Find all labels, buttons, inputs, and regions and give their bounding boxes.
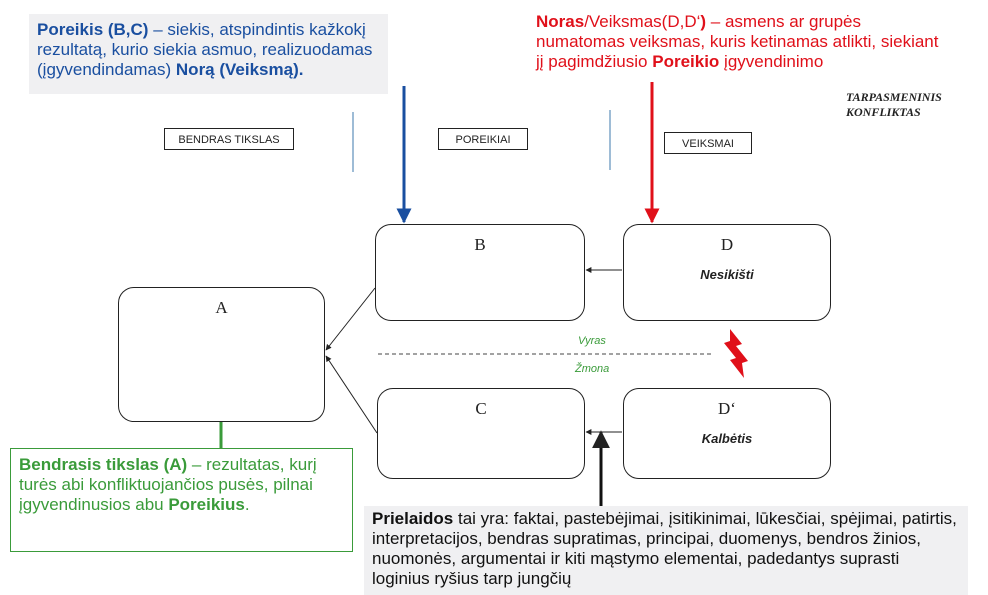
noras-paren: ): [700, 12, 707, 31]
b-to-a-arrow: [325, 287, 376, 351]
bendrasis-term-2: Poreikius: [168, 495, 245, 514]
node-d-prime: D‘ Kalbėtis: [623, 388, 831, 479]
prielaidos-callout: Prielaidos tai yra: faktai, pastebėjimai…: [364, 506, 968, 595]
bendrasis-end: .: [244, 495, 250, 514]
noras-callout: Noras/Veiksmas(D,D‘) – asmens ar grupės …: [528, 6, 954, 84]
node-a: A: [118, 287, 325, 422]
header-poreikiai: POREIKIAI: [438, 128, 528, 150]
poreikis-term-2: Norą (Veiksmą): [175, 60, 299, 79]
label-vyras: Vyras: [578, 335, 606, 347]
poreikis-term: Poreikis (B,C): [37, 20, 149, 39]
noras-term: Noras: [536, 12, 585, 31]
c-to-a-arrow: [325, 355, 378, 434]
node-d-prime-sub: Kalbėtis: [701, 431, 753, 446]
node-c-letter: C: [475, 399, 487, 418]
node-d: D Nesikišti: [623, 224, 831, 321]
node-d-sub: Nesikišti: [700, 267, 754, 282]
noras-term-rest: /Veiksmas(D,D‘: [584, 12, 701, 31]
prielaidos-definition: tai yra: faktai, pastebėjimai, įsitikini…: [372, 509, 957, 588]
header-veiksmai: VEIKSMAI: [664, 132, 752, 154]
bendrasis-callout: Bendrasis tikslas (A) – rezultatas, kurį…: [10, 448, 353, 552]
prielaidos-term: Prielaidos: [372, 509, 454, 528]
lightning-bolt-icon: [724, 329, 748, 378]
node-b: B: [375, 224, 585, 321]
node-d-prime-letter: D‘: [718, 399, 736, 418]
bendrasis-term: Bendrasis tikslas (A): [19, 455, 188, 474]
poreikis-callout: Poreikis (B,C) – siekis, atspindintis ka…: [29, 14, 388, 94]
node-d-letter: D: [720, 235, 734, 254]
label-zmona: Žmona: [575, 363, 610, 375]
node-c: C: [377, 388, 585, 479]
conflict-title: TARPASMENINIS KONFLIKTAS: [846, 90, 942, 119]
node-b-letter: B: [474, 235, 486, 254]
header-bendras-tikslas: BENDRAS TIKSLAS: [164, 128, 294, 150]
noras-term-3: Poreikio: [652, 52, 720, 71]
poreikis-definition: – siekis, atspindintis kažkokį rezultatą…: [37, 20, 373, 79]
noras-end: įgyvendinimo: [719, 52, 824, 71]
noras-definition: – asmens ar grupės numatomas veiksmas, k…: [536, 12, 939, 71]
node-a-letter: A: [215, 298, 228, 317]
poreikis-end: .: [298, 60, 304, 79]
bendrasis-definition: – rezultatas, kurį turės abi konfliktuoj…: [19, 455, 317, 514]
